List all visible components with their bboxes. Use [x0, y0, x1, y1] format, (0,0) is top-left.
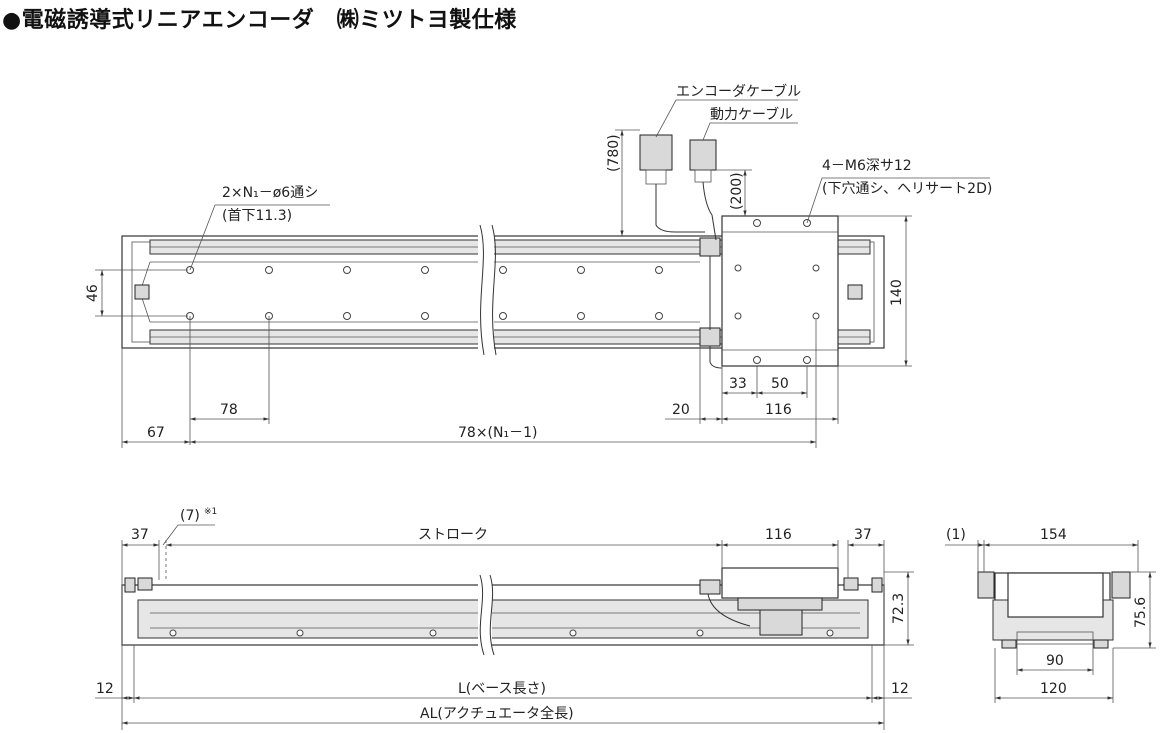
power-cable-label: 動力ケーブル [710, 106, 793, 123]
dim-75-6: 75.6 [1133, 597, 1149, 628]
dim-1: (1) [946, 527, 966, 543]
dim-37-left: 37 [131, 527, 149, 543]
dim-L: L(ベース長さ) [458, 681, 546, 697]
dim-120: 120 [1040, 681, 1067, 697]
dim-67: 67 [147, 425, 165, 441]
dim-78: 78 [220, 402, 238, 418]
page-title: ●電磁誘導式リニアエンコーダ ㈱ミツトヨ製仕様 [2, 8, 517, 33]
encoder-head [759, 609, 803, 636]
dim-20: 20 [672, 402, 690, 418]
dim-12-left: 12 [96, 681, 114, 697]
dim-46: 46 [85, 284, 101, 302]
front-slider [721, 567, 839, 599]
dim-AL: AL(アクチュエータ全長) [420, 705, 574, 722]
right-stopper [847, 284, 863, 300]
encoder-connector [639, 134, 673, 171]
left-stopper [134, 284, 150, 300]
dim-116-front: 116 [765, 527, 792, 543]
slider-table [721, 215, 839, 367]
dim-33: 33 [729, 376, 747, 392]
dim-90: 90 [1046, 653, 1064, 669]
front-view: 37 (7) ※1 ストローク 116 37 72.3 12 L(ベース長さ) … [95, 507, 914, 730]
dim-72-3: 72.3 [891, 593, 907, 624]
holes-note-detail: (首下11.3) [222, 208, 292, 224]
note-mark: ※1 [204, 507, 217, 517]
dim-116: 116 [765, 402, 792, 418]
dim-stroke: ストローク [418, 527, 488, 543]
holes-note: 2×N₁－ø6通シ [222, 185, 318, 201]
side-view: (1) 154 75.6 90 120 [945, 527, 1156, 703]
dim-780: (780) [606, 134, 622, 172]
tap-note-detail: (下穴通シ、ヘリサート2D) [822, 181, 992, 197]
dim-154: 154 [1040, 527, 1067, 543]
dim-140: 140 [889, 279, 905, 306]
encoder-cable-label: エンコーダケーブル [676, 83, 801, 100]
dim-pitch: 78×(N₁－1) [458, 425, 537, 441]
power-connector [689, 139, 717, 171]
dim-37-right: 37 [854, 527, 872, 543]
dim-50: 50 [771, 376, 789, 392]
dim-200: (200) [729, 172, 745, 210]
dim-12-right: 12 [891, 681, 909, 697]
tap-note: 4－M6深サ12 [822, 158, 912, 174]
top-view: エンコーダケーブル 動力ケーブル (780) (200) 4－M6深サ12 (下… [85, 83, 992, 448]
dim-7: (7) [180, 508, 200, 524]
